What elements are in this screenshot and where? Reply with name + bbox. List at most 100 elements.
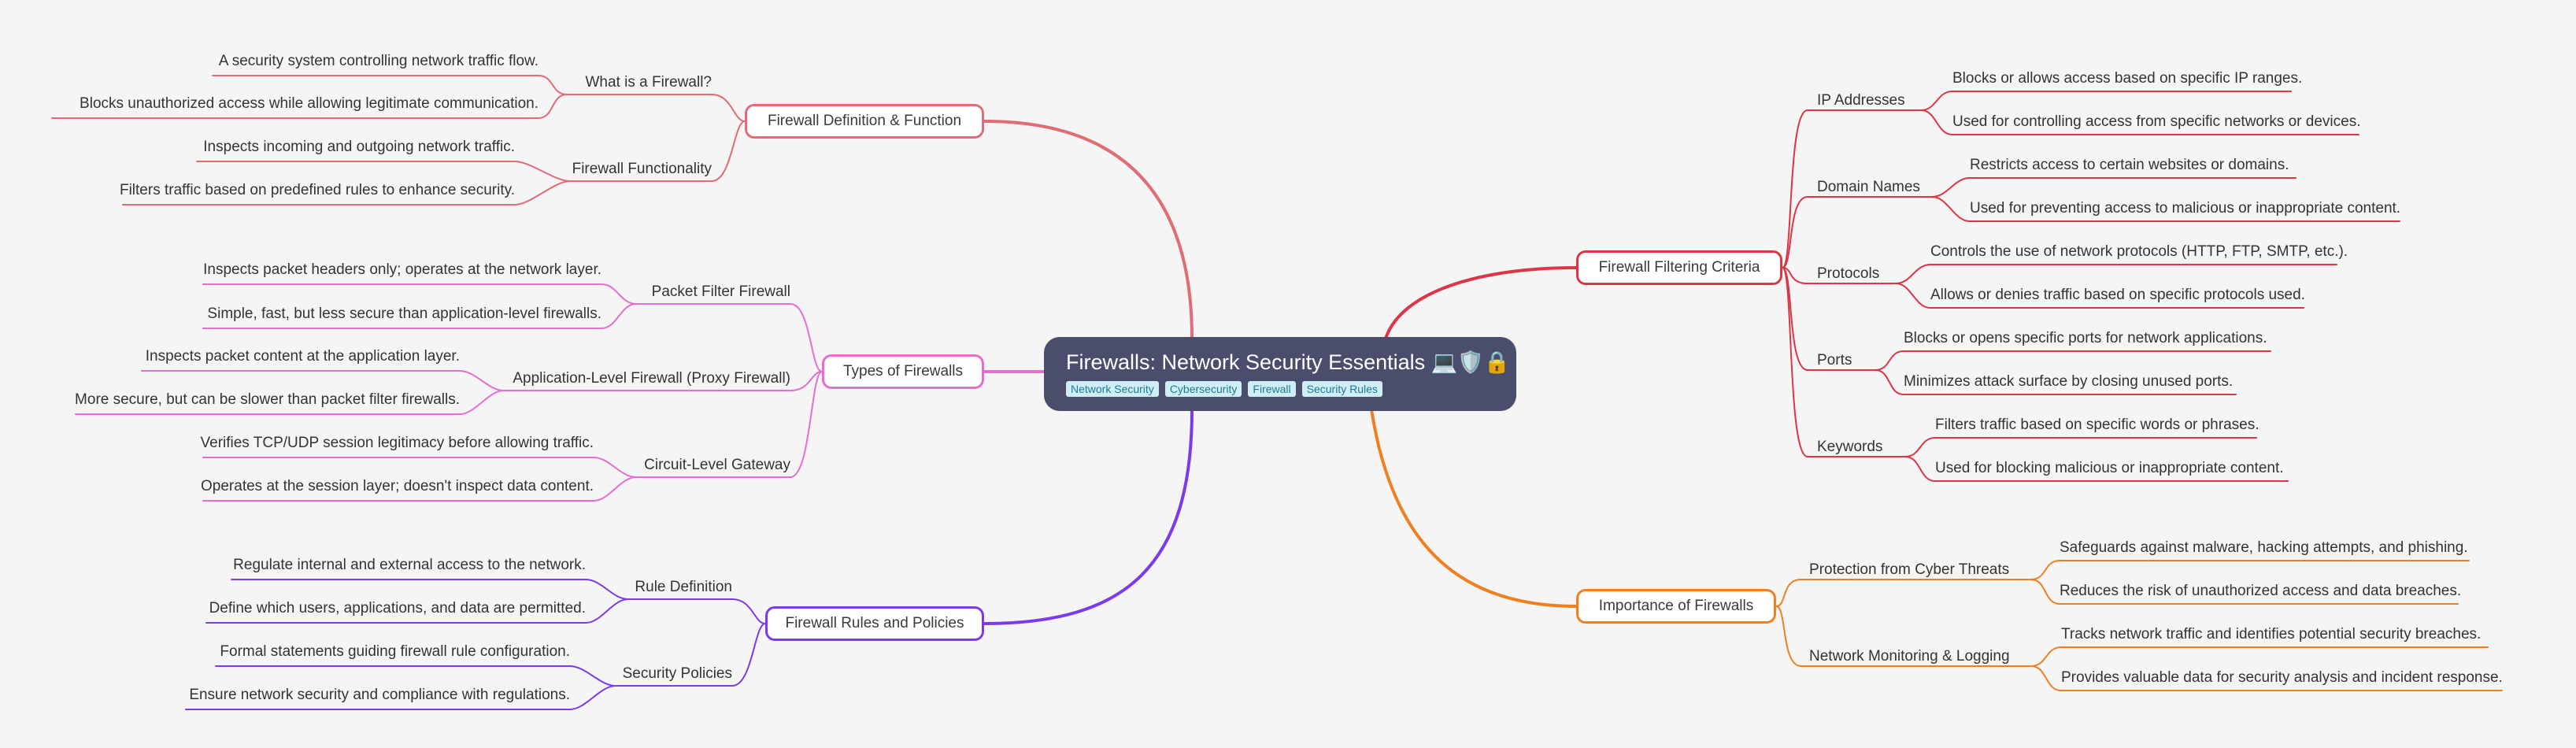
leaf-text: Inspects packet headers only; operates a… [203,261,601,278]
edge-branch-3-topic-2-leaf-0 [1895,264,1931,284]
topic-circuit-level[interactable]: Circuit-Level Gateway [644,457,790,473]
leaf-text: Define which users, applications, and da… [209,600,586,617]
leaf-text: Provides valuable data for security anal… [2061,669,2503,686]
leaf-text: Used for blocking malicious or inappropr… [1935,460,2284,476]
edge-branch-0-topic-1 [711,120,746,182]
leaf-text: Regulate internal and external access to… [233,557,586,573]
edge-branch-1-topic-0 [790,303,823,372]
edge-branch-1-topic-2-leaf-0 [593,457,637,478]
leaf-text: Minimizes attack surface by closing unus… [1904,373,2234,390]
leaf-text: Controls the use of network protocols (H… [1930,243,2348,260]
root-title-text: Firewalls: Network Security Essentials [1066,350,1426,374]
leaf-text: Filters traffic based on predefined rule… [119,182,515,198]
edge-branch-0-topic-0-leaf-0 [538,75,568,95]
branch-filtering-criteria[interactable]: Firewall Filtering Criteria [1576,250,1782,285]
root-title: Firewalls: Network Security Essentials 💻… [1066,348,1511,376]
topic-application-level[interactable]: Application-Level Firewall (Proxy Firewa… [513,370,790,387]
edge-branch-3-topic-0-leaf-1 [1920,109,1953,135]
leaf-text: Formal statements guiding firewall rule … [220,643,570,660]
topic-firewall-functionality[interactable]: Firewall Functionality [572,161,712,177]
edge-branch-3-topic-1-leaf-1 [1931,196,1971,222]
topic-rule-definition[interactable]: Rule Definition [635,579,732,595]
tag-firewall[interactable]: Firewall [1248,381,1296,397]
edge-branch-3-topic-4 [1782,267,1808,457]
edge-branch-2-topic-1 [731,623,766,687]
branch-importance[interactable]: Importance of Firewalls [1576,589,1776,624]
leaf-text: Used for controlling access from specifi… [1952,113,2361,130]
edge-branch-2-topic-0-leaf-1 [585,598,629,624]
edge-branch-2-topic-1-leaf-1 [569,685,616,710]
leaf-text: Blocks unauthorized access while allowin… [80,95,539,112]
edge-branch-0-topic-0 [711,94,746,122]
edge-branch-4-topic-1-leaf-1 [2030,665,2062,691]
leaf-text: Restricts access to certain websites or … [1970,157,2289,173]
edge-root-definition [983,120,1194,340]
branch-types-of-firewalls[interactable]: Types of Firewalls [822,354,984,389]
leaf-text: Filters traffic based on specific words … [1935,417,2260,433]
edge-branch-4-topic-0-leaf-1 [2030,579,2060,605]
leaf-text: Used for preventing access to malicious … [1970,200,2401,217]
edge-branch-1-topic-1 [790,371,823,391]
tag-security-rules[interactable]: Security Rules [1301,381,1382,397]
topic-protocols[interactable]: Protocols [1817,265,1880,282]
leaf-text: Tracks network traffic and identifies po… [2061,626,2482,642]
topic-what-is-firewall[interactable]: What is a Firewall? [585,74,712,91]
edge-branch-3-topic-4-leaf-1 [1904,456,1936,482]
topic-protection-cyber-threats[interactable]: Protection from Cyber Threats [1809,561,2010,578]
edge-branch-0-topic-0-leaf-1 [538,94,568,119]
topic-ports[interactable]: Ports [1817,352,1852,368]
edge-branch-3-topic-1-leaf-0 [1931,177,1971,198]
edge-branch-4-topic-0 [1775,579,1802,607]
edge-root-rules [983,408,1194,625]
leaf-text: More secure, but can be slower than pack… [75,391,460,408]
leaf-text: Operates at the session layer; doesn't i… [201,478,594,494]
topic-network-monitoring[interactable]: Network Monitoring & Logging [1809,648,2010,665]
edge-branch-3-topic-2 [1782,267,1808,284]
edge-branch-3-topic-3-leaf-1 [1875,369,1904,395]
edge-branch-2-topic-0-leaf-0 [585,579,629,600]
edge-branch-1-topic-0-leaf-1 [601,303,637,329]
edge-branch-3-topic-1 [1782,196,1808,268]
leaf-text: Simple, fast, but less secure than appli… [207,305,601,322]
topic-security-policies[interactable]: Security Policies [622,665,732,682]
edge-branch-0-topic-1-leaf-1 [514,180,571,206]
edge-branch-1-topic-2 [790,371,823,478]
root-node[interactable]: Firewalls: Network Security Essentials 💻… [1044,337,1516,411]
edge-branch-3-topic-0-leaf-0 [1920,91,1953,111]
leaf-text: Blocks or allows access based on specifi… [1952,70,2303,87]
edge-branch-4-topic-0-leaf-0 [2030,560,2060,580]
leaf-text: Inspects incoming and outgoing network t… [203,139,515,155]
edge-branch-1-topic-1-leaf-0 [459,370,505,391]
edge-root-filtering [1384,266,1578,340]
leaf-text: A security system controlling network tr… [218,53,539,69]
branch-firewall-rules[interactable]: Firewall Rules and Policies [765,606,984,641]
branch-firewall-definition[interactable]: Firewall Definition & Function [745,104,984,139]
edge-branch-1-topic-2-leaf-1 [593,476,637,502]
edge-branch-3-topic-0 [1782,109,1808,268]
topic-packet-filter[interactable]: Packet Filter Firewall [651,283,790,300]
leaf-text: Blocks or opens specific ports for netwo… [1904,330,2267,346]
leaf-text: Reduces the risk of unauthorized access … [2060,583,2462,599]
root-emoji-icons: 💻🛡️🔒 [1430,350,1511,374]
tag-cybersecurity[interactable]: Cybersecurity [1164,381,1242,397]
topic-domain-names[interactable]: Domain Names [1817,179,1920,195]
tag-network-security[interactable]: Network Security [1066,381,1159,397]
topic-ip-addresses[interactable]: IP Addresses [1817,92,1905,109]
root-tags: Network Security Cybersecurity Firewall … [1066,381,1494,397]
topic-keywords[interactable]: Keywords [1817,439,1883,455]
edge-branch-4-topic-1-leaf-0 [2030,646,2062,667]
edge-branch-2-topic-0 [731,598,766,624]
leaf-text: Safeguards against malware, hacking atte… [2060,539,2468,556]
edge-branch-2-topic-1-leaf-0 [569,665,616,687]
edge-branch-0-topic-1-leaf-0 [514,161,571,182]
edge-branch-3-topic-2-leaf-1 [1895,283,1931,309]
leaf-text: Ensure network security and compliance w… [189,687,570,703]
leaf-text: Inspects packet content at the applicati… [145,348,460,365]
edge-branch-3-topic-3-leaf-0 [1875,350,1904,371]
edge-root-importance [1370,408,1578,608]
leaf-text: Allows or denies traffic based on specif… [1930,287,2305,303]
leaf-text: Verifies TCP/UDP session legitimacy befo… [200,435,594,451]
edge-branch-4-topic-1 [1775,605,1802,667]
